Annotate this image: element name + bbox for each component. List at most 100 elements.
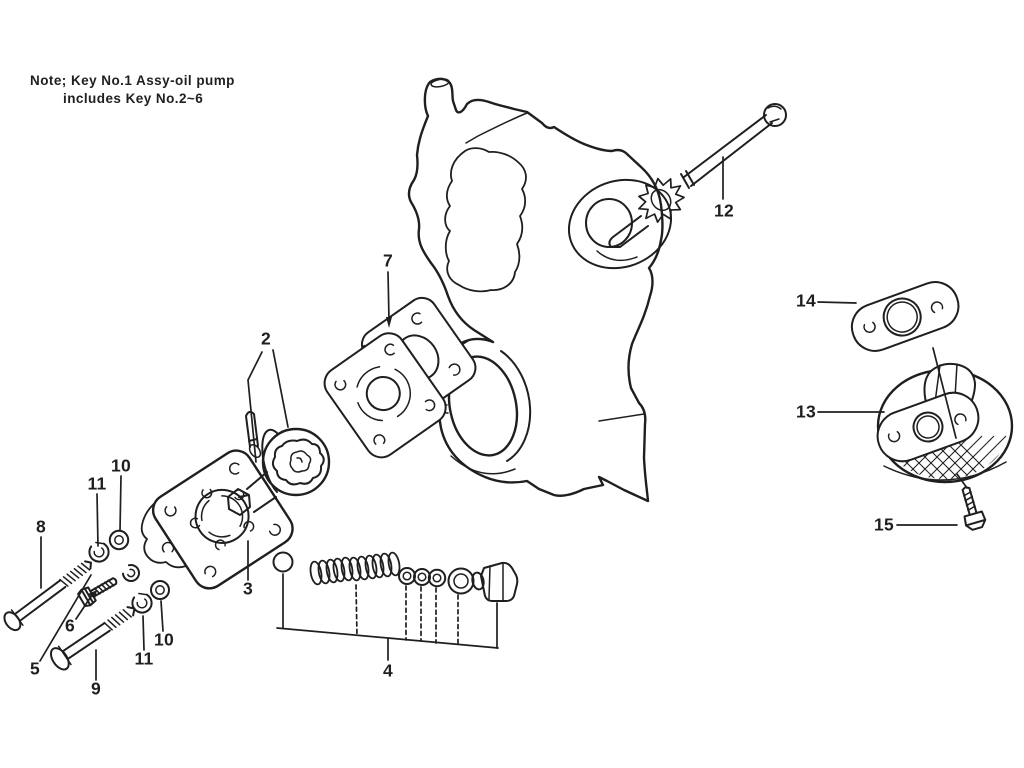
strainer-flange <box>876 391 980 463</box>
gasket-bolt-hole <box>863 320 876 334</box>
oil-pump-body-drawing <box>140 449 294 590</box>
callout-2: 2 <box>261 329 271 349</box>
callout-11-upper: 11 <box>87 474 106 494</box>
cover-crease-line <box>465 112 528 144</box>
callout-10-lower: 10 <box>154 630 174 650</box>
washer-10-lower <box>150 580 170 600</box>
regulator-valve-set-drawing <box>272 551 519 602</box>
bolt-tip <box>84 560 92 570</box>
callout-5: 5 <box>30 659 40 679</box>
spindle-cap <box>763 103 787 127</box>
callout-labels: 2 3 4 5 6 7 8 9 10 10 11 11 12 13 14 15 <box>30 201 894 699</box>
body-face-circle <box>194 488 250 544</box>
callout-13: 13 <box>796 402 816 422</box>
figure-note: Note; Key No.1 Assy-oil pump includes Ke… <box>30 72 235 108</box>
gasket-center-hole <box>882 297 922 337</box>
strainer-to-bolt-line <box>956 473 968 489</box>
rotor-set-drawing <box>227 410 331 516</box>
bolt-shank <box>961 486 978 516</box>
note-line-2: includes Key No.2~6 <box>63 91 204 106</box>
outer-rotor <box>271 438 325 486</box>
leader-2b <box>272 349 289 428</box>
body-corner-hole <box>268 523 282 536</box>
flange-hole <box>423 399 436 412</box>
body-corner-hole <box>164 504 177 517</box>
crank-boss-rim-bottom <box>450 455 516 475</box>
callout-3: 3 <box>243 579 253 599</box>
note-line-1: Note; Key No.1 Assy-oil pump <box>30 73 235 88</box>
bolt-threads <box>59 562 91 587</box>
valve-shim <box>398 567 416 585</box>
bolt-threads <box>103 608 132 631</box>
spindle-shaft <box>683 114 773 187</box>
cover-inner-contour <box>444 147 527 293</box>
bolt-9 <box>49 606 136 671</box>
leader-10-upper <box>119 475 122 532</box>
mount-flange-outline <box>323 332 447 459</box>
spring-washer-11-upper <box>88 541 110 563</box>
snap-ring-5 <box>122 564 140 582</box>
bolt-6 <box>77 577 118 608</box>
crank-boss-rim-right <box>500 350 532 462</box>
flange-hole <box>373 434 386 447</box>
leader-4-spring <box>355 584 358 637</box>
flange-center-hole-inner <box>916 415 940 439</box>
leader-lines <box>39 156 968 681</box>
callout-11-lower: 11 <box>134 649 153 669</box>
spindle-boss-outer <box>567 178 673 270</box>
bolt-head <box>49 647 70 671</box>
bolt-head <box>963 510 987 531</box>
valve-ball <box>272 551 294 573</box>
callout-10-upper: 10 <box>111 456 131 476</box>
shaft-hex <box>227 488 251 516</box>
valve-washer <box>447 567 475 595</box>
bolt-threads <box>963 490 976 512</box>
flange-hole <box>384 343 397 356</box>
oil-strainer-drawing <box>876 362 1014 484</box>
cover-detail-line <box>598 413 645 422</box>
drive-spindle-drawing <box>608 103 787 248</box>
callout-15: 15 <box>874 515 894 535</box>
spindle-lower-shaft <box>608 215 649 248</box>
leader-4-bracket <box>276 627 499 649</box>
body-face-hole <box>189 517 201 529</box>
leader-11-upper <box>96 493 99 547</box>
callout-8: 8 <box>36 517 46 537</box>
leader-7 <box>387 271 390 321</box>
inner-rotor <box>289 450 312 473</box>
leader-7-arrow <box>386 317 392 328</box>
body-corner-hole <box>204 565 217 578</box>
bolt-shank <box>14 579 67 622</box>
gasket-bolt-hole <box>930 301 944 314</box>
rotor-housing-side <box>261 428 279 493</box>
body-plate-thickness <box>183 561 255 590</box>
filler-tube-opening <box>430 78 450 88</box>
flange-bore <box>365 376 401 412</box>
spindle-gear-hub <box>650 188 672 212</box>
valve-cap-plug <box>471 561 519 602</box>
gasket-to-strainer-line <box>932 347 957 439</box>
spindle-gear <box>638 177 685 223</box>
bolt-8 <box>3 560 92 632</box>
leader-11-lower <box>142 615 145 651</box>
callout-14: 14 <box>796 291 816 311</box>
gasket-hole <box>411 312 424 325</box>
spindle-collar <box>680 170 695 189</box>
body-corner-hole <box>228 462 242 475</box>
strainer-gasket-outline <box>850 281 960 352</box>
flange-center-hole <box>912 411 944 443</box>
crank-boss-face <box>447 355 519 457</box>
bolt-threads <box>93 579 115 595</box>
valve-shim <box>427 568 447 588</box>
callout-4: 4 <box>383 661 393 681</box>
leader-2a <box>247 351 263 463</box>
bolt-shank <box>62 622 111 660</box>
body-face-hole <box>201 487 213 499</box>
body-face-inner <box>200 495 244 538</box>
body-face-hole <box>243 520 255 532</box>
body-face-hole <box>214 539 226 551</box>
callout-12: 12 <box>714 201 734 221</box>
leader-6-arrow <box>88 590 97 599</box>
